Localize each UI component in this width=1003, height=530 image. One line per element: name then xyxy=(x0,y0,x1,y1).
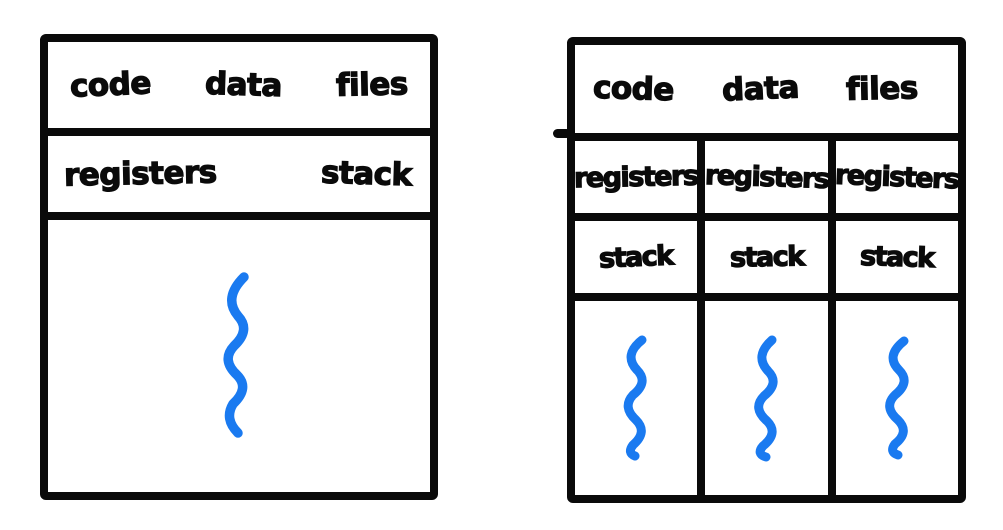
shared-segments-row: code data files xyxy=(575,45,958,141)
multi-threaded-process-diagram: code data files registers stack xyxy=(567,37,966,503)
thread-squiggle-icon xyxy=(223,272,249,438)
thread-squiggle-icon xyxy=(754,335,779,462)
stack-label: stack xyxy=(729,240,805,274)
stray-ink-mark xyxy=(553,129,571,138)
thread-context-row: registers stack xyxy=(48,136,430,220)
thread-squiggle-path xyxy=(623,335,647,461)
stack-label: stack xyxy=(320,153,413,193)
stack-cell: stack xyxy=(705,221,828,301)
data-segment-label: data xyxy=(204,65,283,105)
registers-cell: registers xyxy=(704,141,830,221)
stack-label: stack xyxy=(598,239,674,275)
registers-cell: registers xyxy=(574,141,699,221)
stack-cell: stack xyxy=(835,221,958,301)
thread-column-3: registers stack xyxy=(827,141,960,495)
registers-label: registers xyxy=(574,160,699,195)
thread-area xyxy=(48,220,430,492)
thread-squiggle-icon xyxy=(885,336,909,460)
thread-column-2: registers stack xyxy=(697,141,830,495)
code-segment-label: code xyxy=(69,64,153,105)
thread-area xyxy=(705,301,827,495)
thread-column-1: registers stack xyxy=(574,141,699,495)
thread-columns: registers stack registers stack xyxy=(574,141,960,495)
thread-area xyxy=(836,301,958,495)
single-threaded-process-diagram: code data files registers stack xyxy=(40,34,438,500)
files-segment-label: files xyxy=(335,65,409,104)
registers-label: registers xyxy=(834,158,960,195)
thread-squiggle-icon xyxy=(623,335,647,461)
registers-label: registers xyxy=(704,159,830,195)
thread-squiggle-path xyxy=(754,335,779,462)
shared-segments-row: code data files xyxy=(48,42,430,136)
stack-cell: stack xyxy=(575,221,698,301)
data-segment-label: data xyxy=(720,68,800,109)
code-segment-label: code xyxy=(592,69,675,109)
thread-squiggle-path xyxy=(223,272,249,438)
registers-label: registers xyxy=(63,153,218,194)
thread-area xyxy=(575,301,697,495)
thread-squiggle-path xyxy=(885,336,909,460)
stack-label: stack xyxy=(859,240,935,275)
files-segment-label: files xyxy=(845,69,919,108)
registers-cell: registers xyxy=(834,141,960,221)
